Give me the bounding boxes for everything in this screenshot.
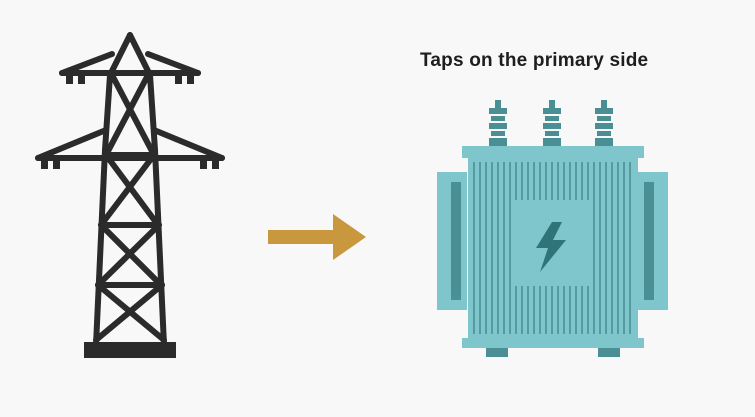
transformer-icon — [437, 100, 668, 357]
bushing-icons — [489, 100, 613, 148]
arrow-right-icon — [268, 214, 366, 260]
tower-base — [84, 342, 176, 358]
diagram-caption: Taps on the primary side — [420, 50, 649, 71]
transmission-tower-icon — [35, 32, 225, 348]
insulator-icons — [41, 73, 219, 169]
tank-base — [462, 338, 644, 348]
lightning-bolt-icon — [536, 222, 566, 272]
tank-cover — [462, 146, 644, 158]
